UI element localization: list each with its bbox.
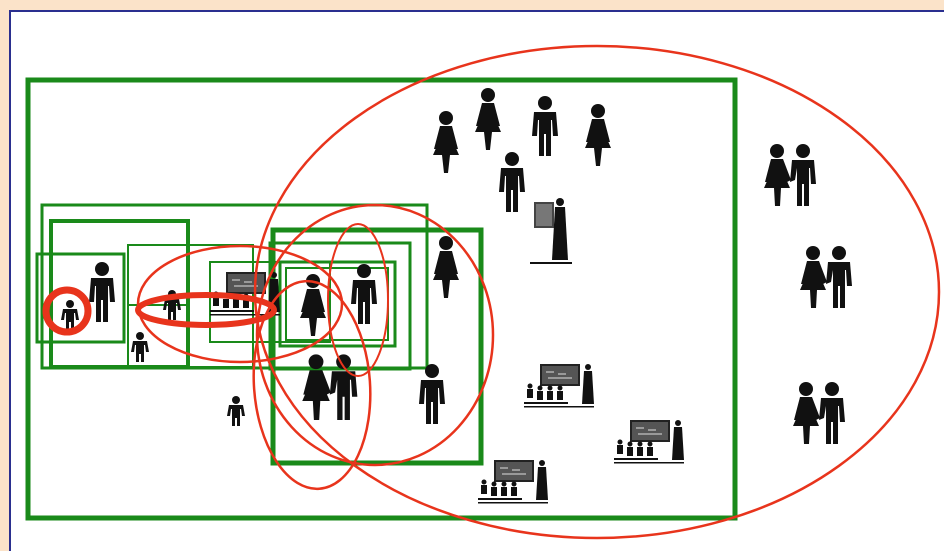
man-icon <box>532 96 558 156</box>
classroom-icon <box>524 364 594 408</box>
couple-icon <box>302 354 357 420</box>
school-inner-box-2 <box>280 262 395 346</box>
woman-icon <box>433 236 459 298</box>
man-icon <box>419 364 445 424</box>
child-icon <box>61 300 79 330</box>
woman-icon <box>433 111 459 173</box>
couple-icon <box>764 144 816 206</box>
child-icon <box>227 396 245 426</box>
man-icon <box>89 262 115 322</box>
classroom-icon <box>614 420 684 464</box>
man-icon <box>351 264 377 324</box>
teacher-icon <box>530 198 572 264</box>
man-icon <box>499 152 525 212</box>
classroom-icon <box>478 460 548 504</box>
couple-icon <box>793 382 845 444</box>
couple-icon <box>800 246 852 308</box>
child-icon <box>131 332 149 362</box>
woman-icon <box>475 88 501 150</box>
woman-icon <box>585 104 611 166</box>
